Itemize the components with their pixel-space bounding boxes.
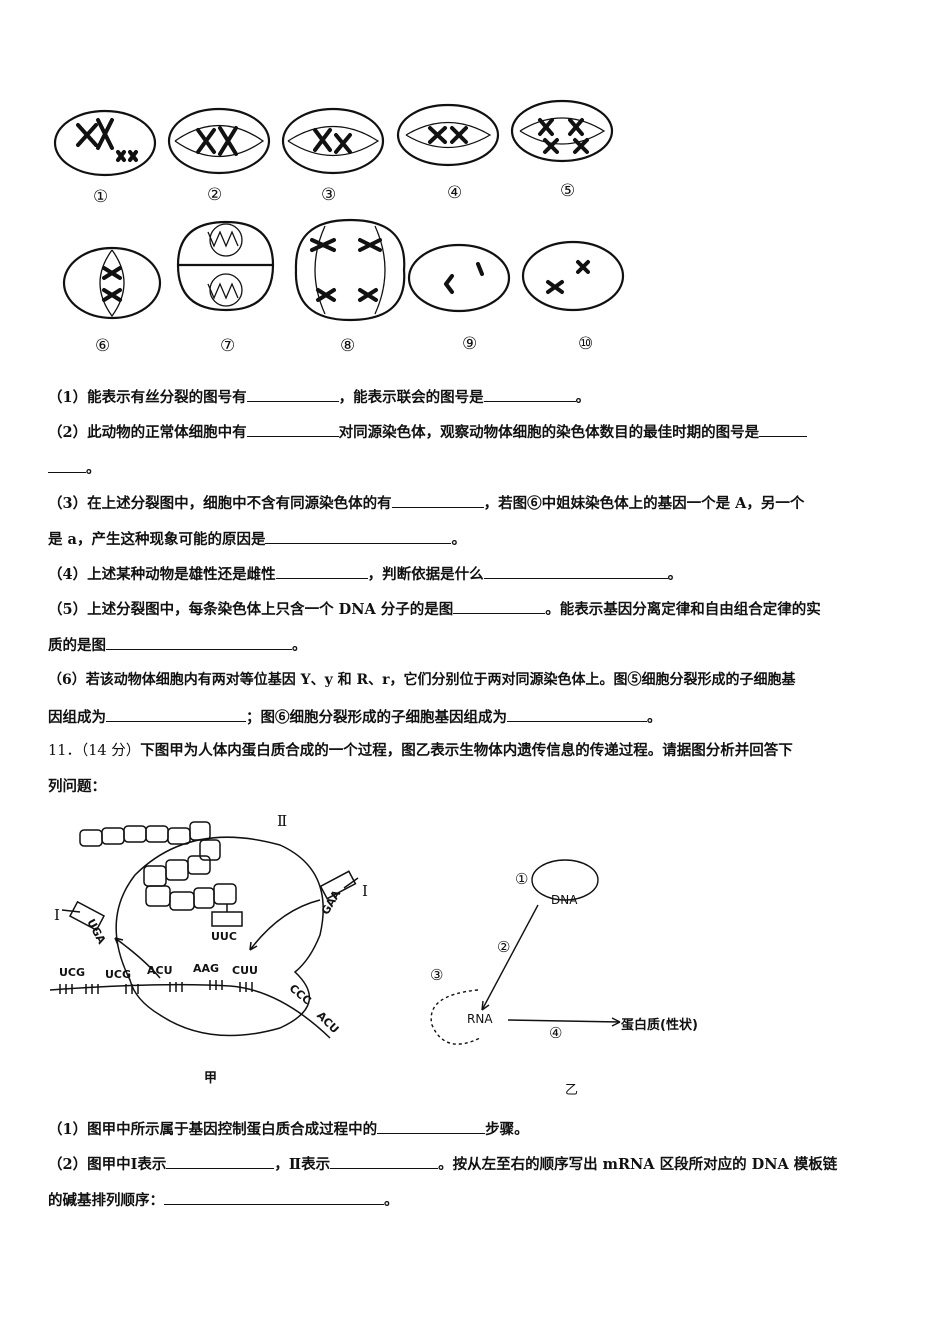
anticodon-center: UUC: [211, 930, 237, 943]
cell-4: [396, 103, 500, 167]
answer-blank[interactable]: [759, 421, 808, 437]
answer-blank[interactable]: [453, 598, 546, 614]
caption-yi: 乙: [565, 1083, 579, 1098]
yi-n3: ③: [430, 966, 444, 984]
cell-label-3: ③: [321, 185, 337, 205]
cell-label-2: ②: [207, 185, 223, 205]
answer-blank[interactable]: [275, 563, 368, 579]
answer-blank[interactable]: [106, 706, 246, 722]
answer-blank[interactable]: [246, 421, 339, 437]
cell-label-10: ⑩: [578, 334, 594, 354]
codon-1: UCG: [59, 966, 86, 979]
cell-label-5: ⑤: [560, 181, 576, 201]
answer-blank[interactable]: [330, 1153, 439, 1169]
yi-protein: 蛋白质(性状): [621, 1018, 698, 1033]
answer-blank[interactable]: [164, 1189, 384, 1205]
yi-dna: DNA: [551, 893, 578, 907]
translation-diagram: [49, 821, 359, 1039]
cell-label-8: ⑧: [340, 336, 356, 356]
cell-label-1: ①: [93, 187, 109, 207]
cell-5: [510, 99, 614, 163]
codon-4: AAG: [193, 962, 220, 975]
q10-line-6: （6）若该动物体细胞内有两对等位基因 Y、y 和 R、r，它们分别位于两对同源染…: [48, 672, 796, 688]
yi-n2: ②: [497, 938, 511, 956]
cell-label-9: ⑨: [462, 334, 478, 354]
codon-5: CUU: [232, 964, 258, 977]
cell-label-6: ⑥: [95, 336, 111, 356]
cell-10: [521, 240, 625, 312]
codon-3: ACU: [147, 964, 173, 977]
cell-3: [281, 107, 385, 175]
q11-stem-2: 列问题：: [48, 778, 106, 795]
codon-2: UCG: [105, 968, 132, 981]
q10-line-5: （5）上述分裂图中，每条染色体上只含一个 DNA 分子的是图。能表示基因分离定律…: [48, 598, 908, 620]
q10-line-2b: 。: [48, 457, 908, 479]
q11-line-1: （1）图甲中所示属于基因控制蛋白质合成过程中的步骤。: [48, 1118, 908, 1140]
answer-blank[interactable]: [507, 706, 647, 722]
q11-line-2b: 的碱基排列顺序：。: [48, 1189, 908, 1211]
q11-line-2: （2）图甲中Ⅰ表示，Ⅱ表示。按从左至右的顺序写出 mRNA 区段所对应的 DNA…: [48, 1153, 908, 1175]
q10-line-3: （3）在上述分裂图中，细胞中不含有同源染色体的有，若图⑥中姐妹染色体上的基因一个…: [48, 492, 908, 514]
answer-blank[interactable]: [483, 386, 576, 402]
q10-line-5b: 质的是图。: [48, 634, 908, 656]
answer-blank[interactable]: [106, 634, 292, 650]
answer-blank[interactable]: [265, 528, 452, 544]
yi-n1: ①: [515, 870, 529, 888]
cell-division-figures: [53, 99, 625, 322]
q10-line-4: （4）上述某种动物是雄性还是雌性，判断依据是什么。: [48, 563, 908, 585]
cell-8: [294, 218, 406, 322]
cell-1: [53, 109, 157, 177]
label-II: Ⅱ: [277, 812, 288, 830]
cell-label-7: ⑦: [220, 336, 236, 356]
cell-6: [62, 246, 162, 320]
q10-line-2: （2）此动物的正常体细胞中有对同源染色体，观察动物体细胞的染色体数目的最佳时期的…: [48, 421, 908, 443]
caption-jia: 甲: [204, 1071, 218, 1086]
q10-line-1: （1）能表示有丝分裂的图号有，能表示联会的图号是。: [48, 386, 908, 408]
answer-blank[interactable]: [391, 492, 484, 508]
answer-blank[interactable]: [377, 1118, 486, 1134]
yi-rna: RNA: [467, 1012, 493, 1026]
yi-n4: ④: [549, 1024, 563, 1042]
q10-line-6b: 因组成为；图⑥细胞分裂形成的子细胞基因组成为。: [48, 706, 908, 728]
answer-blank[interactable]: [48, 457, 86, 473]
cell-label-4: ④: [447, 183, 463, 203]
cell-9: [407, 243, 511, 313]
q11-stem: 11．（14 分）下图甲为人体内蛋白质合成的一个过程，图乙表示生物体内遗传信息的…: [48, 742, 793, 759]
answer-blank[interactable]: [483, 563, 668, 579]
label-I-right: Ⅰ: [362, 882, 368, 900]
central-dogma-diagram: [430, 859, 621, 1045]
answer-blank[interactable]: [166, 1153, 275, 1169]
label-I-left: Ⅰ: [54, 906, 60, 924]
cell-7: [176, 220, 275, 312]
q10-line-3b: 是 a，产生这种现象可能的原因是。: [48, 528, 908, 550]
answer-blank[interactable]: [246, 386, 339, 402]
cell-2: [167, 107, 271, 175]
